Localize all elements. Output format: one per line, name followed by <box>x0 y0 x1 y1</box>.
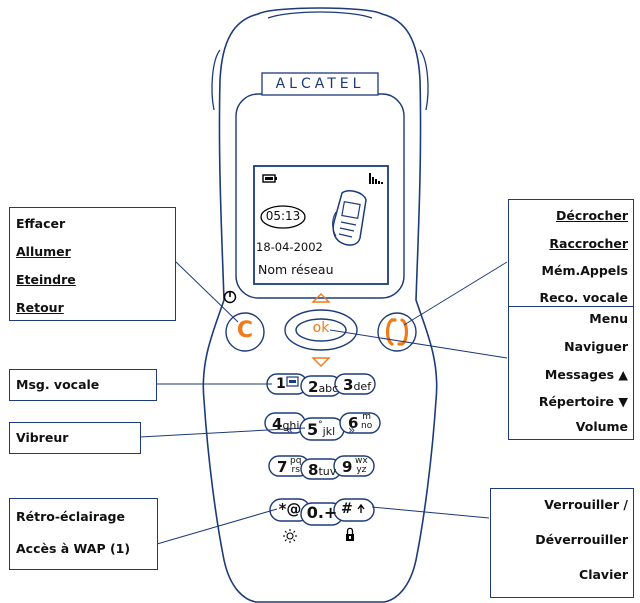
brand-logo: ALCATEL <box>275 76 365 92</box>
brand-plate <box>261 72 379 96</box>
label-retour: Retour <box>16 300 64 315</box>
label-msg-vocale: Msg. vocale <box>16 377 100 392</box>
key-6-label[interactable]: 6 <box>348 414 359 432</box>
label-raccrocher: Raccrocher <box>549 236 628 251</box>
clear-key[interactable]: C <box>236 318 254 343</box>
label-vibreur: Vibreur <box>16 430 69 445</box>
label-verrouiller: Verrouiller / <box>544 497 628 512</box>
label-box-voicemail: Msg. vocale <box>9 369 157 401</box>
key-9-label[interactable]: 9 <box>342 458 353 476</box>
label-naviguer: Naviguer <box>564 339 628 354</box>
nav-down-arrow <box>311 357 331 367</box>
key-3-label[interactable]: 3def <box>343 376 372 394</box>
ok-key[interactable]: ok <box>312 320 330 336</box>
label-box-menu: Menu Naviguer Messages ▲ Répertoire ▼ Vo… <box>508 306 634 440</box>
right-grip <box>419 49 429 111</box>
key-hash <box>333 498 375 522</box>
label-decrocher: Décrocher <box>556 208 628 223</box>
key-zero-label[interactable]: 0.+ <box>306 503 338 522</box>
label-allumer: Allumer <box>16 244 71 259</box>
label-box-call: Décrocher Raccrocher Mém.Appels Reco. vo… <box>508 199 634 313</box>
leader-lines <box>139 261 508 545</box>
key-hash-label[interactable]: # <box>341 501 353 517</box>
vibrate-right-icon: » <box>348 423 355 437</box>
key-7-label[interactable]: 7 <box>277 458 288 476</box>
key-6 <box>339 412 381 434</box>
screen-network: Nom réseau <box>258 262 334 277</box>
key-3 <box>334 373 376 395</box>
call-key-ring <box>377 312 417 352</box>
voicemail-icon <box>286 376 299 387</box>
key-8-label[interactable]: 8tuv <box>308 461 337 479</box>
arrow-down-icon: ▼ <box>618 394 628 409</box>
clear-key-ring <box>225 312 265 352</box>
screen-date: 18-04-2002 <box>256 240 323 254</box>
label-acces-wap: Accès à WAP (1) <box>16 541 131 556</box>
nav-up-arrow <box>311 293 331 303</box>
label-box-clear: Effacer Allumer Eteindre Retour <box>9 207 176 321</box>
left-grip <box>211 49 221 111</box>
label-effacer: Effacer <box>16 216 66 231</box>
padlock-icon <box>346 527 354 541</box>
key-4-label[interactable]: 4ghi <box>272 415 300 433</box>
nav-pad-inner <box>295 318 347 342</box>
keypad <box>264 373 381 526</box>
call-key-icon <box>385 318 409 346</box>
signal-icon <box>369 173 383 184</box>
label-messages: Messages ▲ <box>544 367 628 382</box>
top-cap <box>267 11 373 19</box>
key-star-label[interactable]: *@ <box>278 500 302 518</box>
power-icon <box>223 290 237 304</box>
label-box-vibrate: Vibreur <box>9 422 141 454</box>
label-retro-eclairage: Rétro-éclairage <box>16 509 125 524</box>
time-oval <box>260 205 306 229</box>
label-box-backlight: Rétro-éclairage Accès à WAP (1) <box>9 498 158 570</box>
label-clavier: Clavier <box>579 567 628 582</box>
vibrate-left-icon: « <box>286 423 293 437</box>
key-1-label[interactable]: 1 <box>276 376 286 392</box>
label-mem-appels: Mém.Appels <box>541 263 628 278</box>
battery-icon <box>262 174 277 183</box>
hash-arrow-icon <box>357 503 365 513</box>
backlight-sun-icon <box>283 529 297 543</box>
label-eteindre: Eteindre <box>16 272 76 287</box>
screen-time: 05:13 <box>265 209 301 223</box>
label-reco-vocale: Reco. vocale <box>539 290 628 305</box>
phone-illustration-icon <box>332 190 367 246</box>
label-volume: Volume <box>575 419 628 434</box>
label-repertoire: Répertoire ▼ <box>538 394 628 409</box>
label-deverrouiller: Déverrouiller <box>535 532 628 547</box>
label-menu: Menu <box>589 311 628 326</box>
label-box-lock: Verrouiller / Déverrouiller Clavier <box>490 488 634 598</box>
key-2-label[interactable]: 2abc <box>308 378 339 396</box>
arrow-up-icon: ▲ <box>618 367 628 382</box>
key-9 <box>333 455 375 477</box>
key-5-label[interactable]: 5°jkl <box>307 420 336 439</box>
